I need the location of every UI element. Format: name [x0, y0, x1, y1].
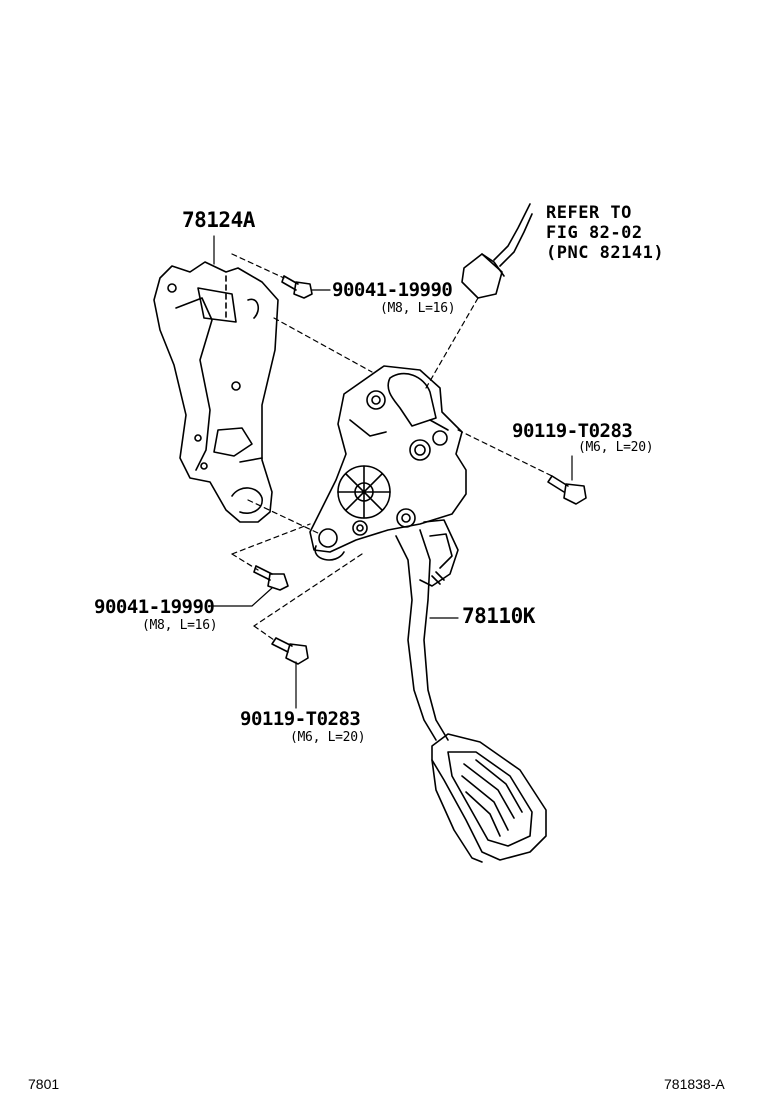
leader-lines [209, 235, 573, 709]
bracket-part-number: 78124A [182, 208, 255, 232]
bolt-right-drawing [547, 475, 587, 505]
right-bolt-spec: (M6, L=20) [578, 440, 654, 455]
bolt-lower-drawing [271, 637, 309, 665]
bolt-upper-drawing [281, 275, 313, 299]
pedal-78110k-drawing [309, 365, 547, 863]
bolt-left-drawing [253, 565, 289, 591]
left-bolt-spec: (M8, L=16) [142, 618, 218, 633]
left-bolt-part-number: 90041-19990 [94, 596, 215, 618]
lower-bolt-spec: (M6, L=20) [290, 730, 366, 745]
pedal-part-number: 78110K [462, 604, 535, 628]
page-code: 7801 [28, 1076, 60, 1092]
bracket-78124a-drawing [153, 261, 279, 523]
upper-bolt-spec: (M8, L=16) [380, 301, 456, 316]
upper-bolt-part-number: 90041-19990 [332, 279, 453, 301]
refer-note-line2: FIG 82-02 [546, 223, 643, 243]
connector-drawing [461, 203, 533, 299]
figure-id: 781838-A [664, 1076, 725, 1092]
lower-bolt-part-number: 90119-T0283 [240, 708, 361, 730]
refer-note-line3: (PNC 82141) [546, 243, 665, 263]
refer-note-line1: REFER TO [546, 203, 632, 223]
alignment-lines [231, 253, 553, 641]
right-bolt-part-number: 90119-T0283 [512, 420, 633, 442]
